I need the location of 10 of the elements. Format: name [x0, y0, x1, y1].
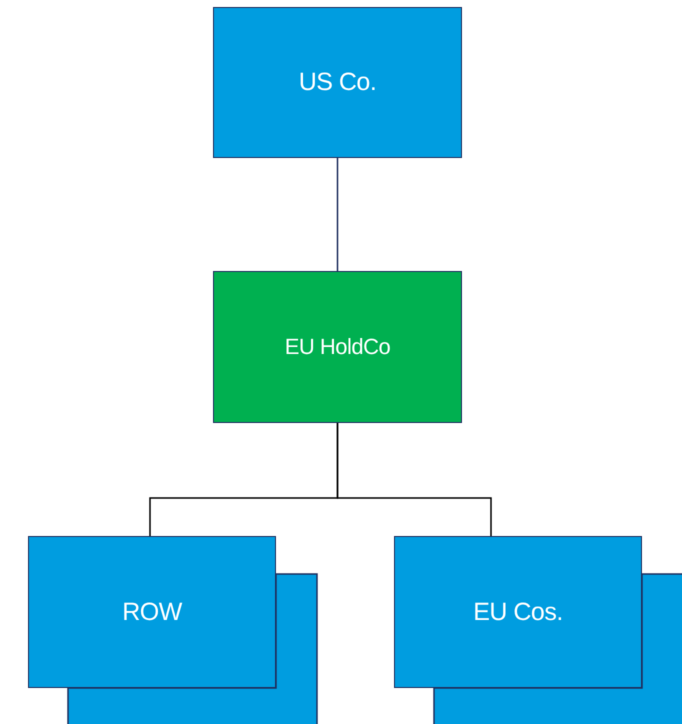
entity-name: ROW [122, 598, 182, 626]
entity-name: US Co. [298, 68, 376, 97]
entity-name: EU Cos. [473, 598, 563, 626]
connector-line [336, 423, 492, 536]
entity-box [213, 7, 462, 158]
entity-box [28, 536, 276, 688]
entity-name: EU HoldCo [284, 334, 390, 360]
entity-box [213, 271, 462, 423]
connector-line [336, 158, 338, 271]
entity-box [394, 536, 642, 688]
